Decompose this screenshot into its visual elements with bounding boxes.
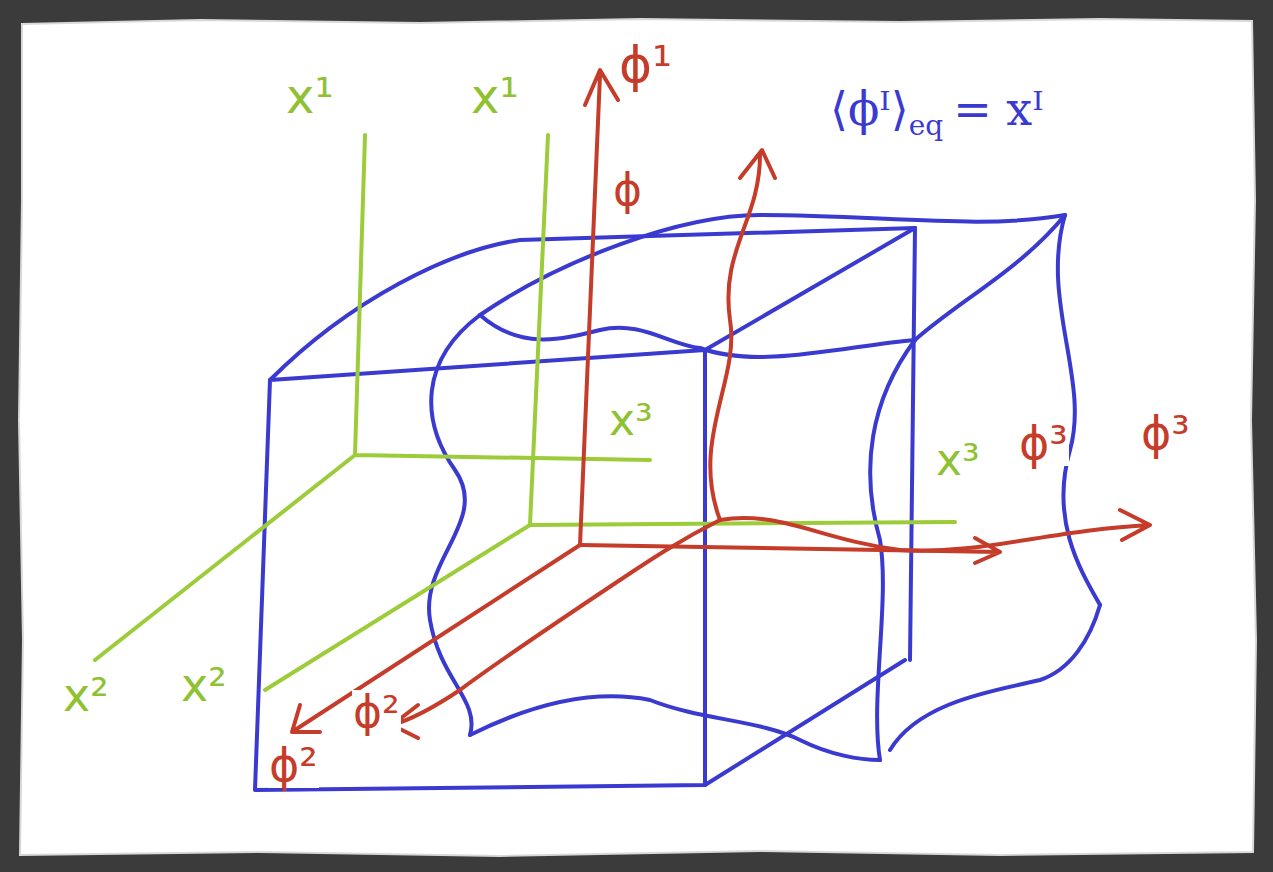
deformed-edge bbox=[429, 315, 480, 735]
axis-label: x³ bbox=[608, 398, 654, 442]
axis-label: ϕ¹ bbox=[618, 40, 673, 90]
axis-arrow bbox=[720, 510, 1150, 551]
axis-label: x¹ bbox=[470, 72, 520, 120]
axis-arrow bbox=[580, 70, 618, 545]
equation: ⟨ϕᴵ⟩eq= xᴵ bbox=[830, 86, 1044, 140]
axis-label: x¹ bbox=[285, 72, 335, 120]
cubes bbox=[255, 215, 1100, 790]
cube-edge bbox=[910, 228, 915, 660]
deformed-edge bbox=[915, 215, 1065, 340]
axis-label: x² bbox=[180, 662, 228, 708]
deformed-edge bbox=[1058, 215, 1100, 605]
axis-arrow bbox=[392, 520, 720, 738]
axis-label: ϕ² bbox=[352, 690, 401, 734]
deformed-edge bbox=[480, 215, 1065, 315]
deformed-edge bbox=[480, 315, 915, 357]
axis-label: ϕ³ bbox=[1140, 410, 1191, 456]
phi-axes bbox=[292, 70, 1150, 738]
axis-label: ϕ bbox=[612, 168, 643, 212]
axis-label: ϕ³ bbox=[1018, 420, 1069, 466]
equation-part: eq bbox=[909, 109, 944, 142]
equation-part: ⟨ϕᴵ⟩ bbox=[830, 82, 909, 136]
axis-set bbox=[265, 135, 955, 690]
axis-arrow bbox=[710, 150, 775, 520]
deformed-edge bbox=[470, 696, 880, 760]
axis-label: x² bbox=[62, 672, 110, 718]
axis-set bbox=[95, 135, 650, 660]
axis-label: x³ bbox=[935, 438, 981, 482]
x-axes bbox=[95, 135, 955, 690]
deformed-edge bbox=[890, 605, 1100, 750]
equation-part: = xᴵ bbox=[953, 82, 1044, 136]
paper bbox=[19, 19, 1256, 856]
axis-label: ϕ² bbox=[268, 742, 319, 788]
